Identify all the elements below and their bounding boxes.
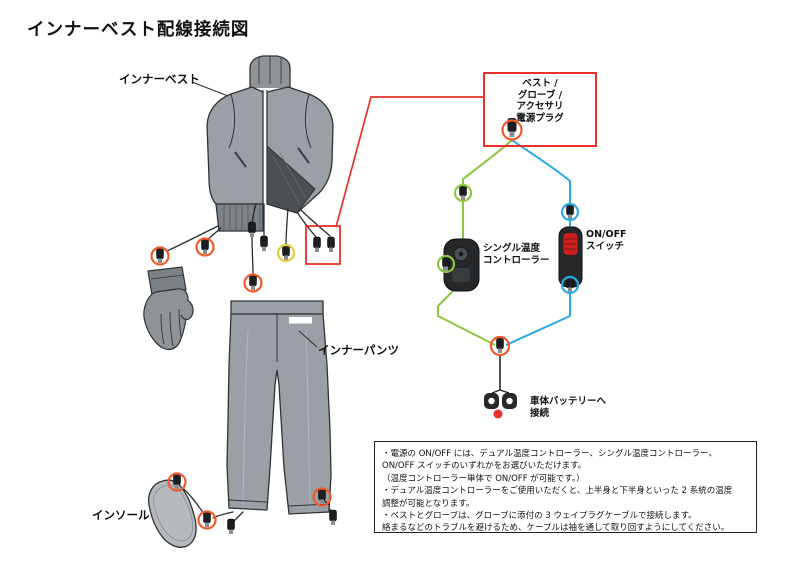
battery-label: 車体バッテリーへ 接続 — [530, 396, 607, 419]
switch-input-plug-icon — [566, 203, 574, 220]
power-plug-box-label: ベスト / グローブ / アクセサリ 電源プラグ — [516, 78, 564, 124]
orange-ring-insole — [167, 472, 187, 492]
vest-graphic — [206, 55, 334, 232]
orange-ring-glove — [150, 246, 170, 266]
green-cable-lower — [437, 289, 496, 346]
pants-label-leader — [298, 330, 318, 348]
vest-label-leader — [191, 81, 229, 97]
orange-ring-right-ankle — [312, 487, 332, 507]
left-leg-plug-icon — [227, 518, 235, 535]
vest-center-plug-icon — [248, 221, 256, 238]
vest-center-plug2-icon — [260, 235, 268, 252]
battery-red-terminal-dot — [493, 409, 503, 419]
green-cable-upper — [462, 139, 513, 185]
pants-feed-plug-icon — [249, 274, 257, 291]
controller-input-plug-icon — [459, 184, 467, 201]
red-highlight-rect — [305, 225, 341, 265]
accessory-plug-icon — [282, 244, 290, 261]
switch-output-plug-icon — [566, 276, 574, 293]
orange-ring-power-plug — [501, 119, 523, 141]
insole-label: インソール — [92, 508, 150, 522]
battery-terminals-graphic — [484, 393, 517, 419]
orange-ring-battery-side — [489, 335, 511, 357]
glove-plug-icon — [156, 247, 164, 264]
notes-box: ・電源の ON/OFF には、デュアル温度コントローラー、シングル温度コントロー… — [374, 441, 757, 533]
vest-label: インナーベスト — [119, 72, 200, 86]
blue-ring-upper — [560, 202, 580, 222]
connector-rings — [150, 119, 580, 530]
glove-graphic — [143, 266, 194, 351]
green-ring-upper — [453, 183, 473, 203]
yellow-ring-accessory — [276, 243, 296, 263]
right-leg-plug-icon — [329, 509, 337, 526]
orange-ring-vest-left — [195, 237, 215, 257]
pants-graphic — [226, 300, 332, 515]
single-controller-label: シングル温度 コントローラー — [483, 243, 550, 266]
power-plug-box: ベスト / グローブ / アクセサリ 電源プラグ — [483, 72, 597, 147]
threeway-plug1-icon — [313, 236, 321, 253]
red-cable — [335, 96, 483, 228]
battery-side-plug-icon — [496, 337, 504, 354]
pants-tag — [289, 317, 312, 324]
onoff-switch-label: ON/OFF スイッチ — [586, 229, 627, 252]
single-temp-controller-graphic — [443, 238, 480, 292]
vest-left-plug-icon — [201, 238, 209, 255]
pants-label: インナーパンツ — [318, 343, 399, 357]
page-title: インナーベスト配線接続図 — [27, 20, 250, 40]
battery-cable-split — [491, 389, 510, 394]
orange-ring-pants-feed — [243, 273, 263, 293]
blue-cable-lower — [505, 293, 571, 346]
blue-cable-upper — [511, 139, 571, 204]
onoff-switch-graphic — [558, 226, 583, 288]
orange-ring-left-ankle — [197, 510, 217, 530]
blue-ring-lower — [560, 275, 580, 295]
green-ring-controller — [436, 254, 456, 274]
left-ankle-plug-icon — [203, 511, 211, 528]
threeway-plug2-icon — [327, 236, 335, 253]
